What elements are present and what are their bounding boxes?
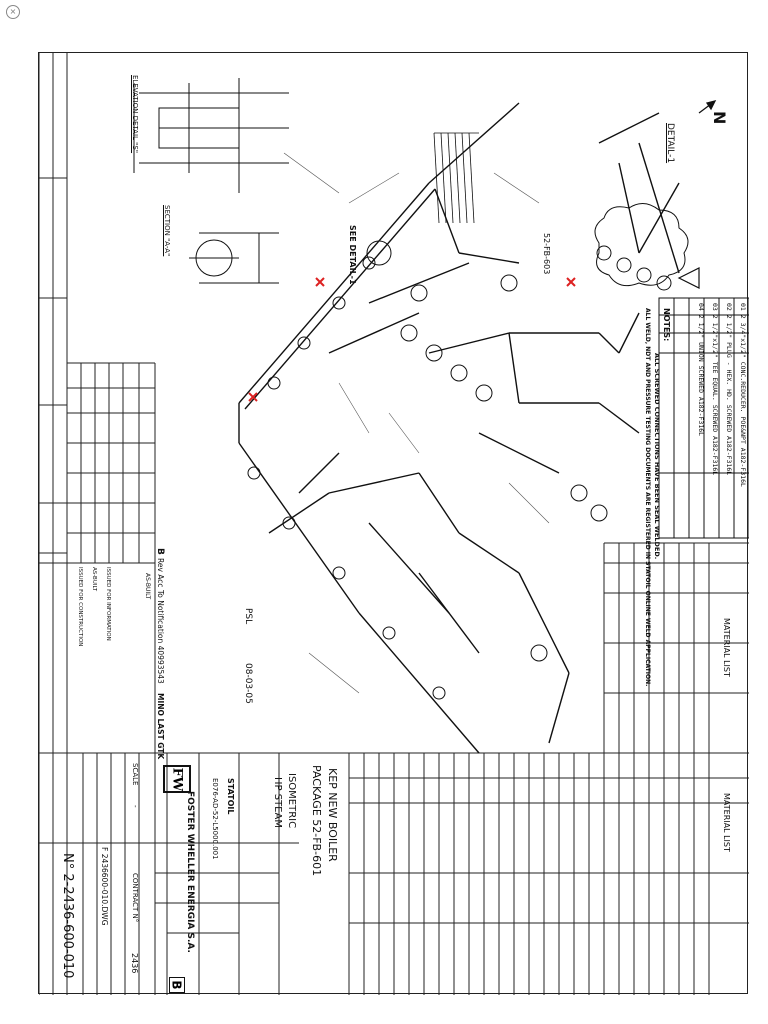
scale-value: -	[131, 805, 139, 808]
corner-mark: ×	[6, 5, 20, 19]
material-list-title: MATERIAL LIST	[722, 618, 731, 677]
north-indicator: N	[710, 111, 729, 125]
package-title: PACKAGE 52-FB-601	[310, 765, 323, 877]
logo-text: FW	[169, 767, 185, 791]
drawing-type: ISOMETRIC	[286, 773, 297, 829]
title-row: AS-BUILT	[91, 567, 97, 592]
title-row: ISSUED FOR INFORMATION	[105, 567, 111, 641]
contract-number: 2436	[130, 953, 139, 974]
revision-box: B	[169, 977, 185, 993]
title-row: ISSUED FOR CONSTRUCTION	[77, 567, 83, 647]
service-label: HP STEAM	[272, 777, 283, 828]
notes-title: NOTES:	[662, 308, 671, 342]
mino-last: MINO LAST GTK	[156, 693, 165, 760]
elevation-detail-label: ELEVATION DETAIL "S"	[131, 75, 139, 154]
company-name: FOSTER WHELLER ENERGIA S.A.	[185, 791, 195, 953]
contract-label: CONTRACT N°	[131, 873, 139, 923]
scale-label: SCALE	[131, 763, 139, 786]
line-number-label: 52-FB-603	[542, 233, 551, 275]
parts-row: 02 2 1/2" PLUG - HEX. HD. SCREWED A182-F…	[725, 303, 733, 476]
revision-note: Rev Acc To Notification 40993543	[156, 558, 165, 684]
signature-value: PSL	[243, 608, 253, 625]
isometric-drawing	[39, 53, 749, 995]
see-detail-label: SEE DETAIL-1	[348, 225, 357, 285]
client-label: STATOIL	[226, 778, 235, 815]
drawing-number: N° 2-2436-600-010	[60, 853, 75, 979]
parts-row: 01 2 3/4"x1/2" CONC.REDUCER. POE&NPT A18…	[739, 303, 747, 487]
section-label: SECTION "A-A"	[163, 205, 171, 257]
as-built-label: AS-BUILT	[144, 573, 151, 600]
notes-text: ALL WELD, NDT AND PRESSURE TESTING DOCUM…	[644, 308, 651, 687]
project-title: KEP NEW BOILER	[326, 768, 339, 862]
doc-number: E076-AD-52-L5000.001	[211, 778, 219, 860]
file-code: F 2436600-010.DWG	[100, 847, 109, 926]
revision-letter: B	[170, 980, 184, 990]
parts-row: 03 2 1/2"x1/2" TEE EQUAL. SCREWED A182-F…	[711, 303, 719, 476]
material-list-title-2: MATERIAL LIST	[722, 793, 731, 852]
note-screwed: ALL SCREWED CONNECTIONS HAVE BEEN SEAL W…	[653, 353, 661, 560]
date-value: 08-03-05	[243, 663, 253, 704]
detail-1-label: DETAIL-1	[665, 123, 675, 164]
revision-letter-strip: B	[155, 548, 165, 555]
drawing-sheet: N DETAIL-1 ELEVATION DETAIL "S" SECTION …	[38, 52, 749, 995]
parts-row: 04 2 1/2" UNION SCREWED A182-F316L	[697, 303, 705, 437]
company-logo: FW	[163, 765, 191, 793]
